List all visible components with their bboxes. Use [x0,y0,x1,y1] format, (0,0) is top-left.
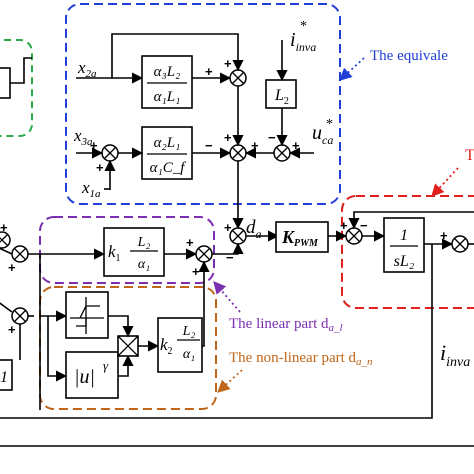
a2L1-num: α₂L₁ [154,135,181,151]
svg-text:−: − [205,138,213,153]
svg-text:+: + [186,235,194,250]
k1-num: L₂ [137,235,151,250]
abs-u-text: |u| [74,366,95,388]
svg-text:+: + [440,228,448,243]
a1Cf-den: α₁C_f [150,160,187,176]
equivalent-label: The equivale [370,48,448,64]
svg-text:+: + [192,264,200,279]
right-red-group-box [341,195,474,309]
svg-text:−: − [360,218,368,233]
i-inva-star: * [300,19,307,34]
x2a-label: x2a [77,58,97,80]
svg-text:+: + [224,56,232,71]
svg-text:−: − [268,130,276,145]
linear-label: The linear part da_l [229,316,343,334]
svg-text:+: + [340,218,348,233]
equivalent-pointer [339,57,365,81]
plant-1-over-sL2-block [383,217,425,273]
L2-text: L2 [274,87,289,107]
i-inva-label: iinva [290,29,316,54]
a1L1-den: α₁L₁ [154,89,181,105]
a3L2-over-a1L1-block [141,55,193,109]
u-ca-star: * [326,117,333,132]
left-sum-top [0,231,11,249]
svg-text:+: + [292,138,300,153]
left-green-group-box [0,39,33,137]
sign-function-block [65,291,109,339]
kpwm-text: KPWM [281,227,319,249]
linear-group-box [39,216,215,284]
svg-text:+: + [251,138,259,153]
k1-den: α₁ [138,257,150,272]
k2-num: L₂ [182,324,196,339]
gamma-text: γ [103,358,109,373]
plant-num: 1 [400,227,408,244]
right-pointer [431,167,459,197]
left-partial-text: 1 [0,369,8,386]
i-inva-output-label: iinva [440,340,470,370]
abs-u-gamma-block [65,351,119,399]
k2-text: k2 [160,335,173,357]
svg-text:−: − [226,250,234,265]
svg-text:+: + [224,130,232,145]
k2-den: α₁ [183,347,195,362]
k1-text: k1 [108,242,121,264]
left-partial-block [0,67,11,99]
svg-text:+: + [8,322,16,337]
svg-text:+: + [90,138,98,153]
right-partial-label: T [465,147,474,164]
kpwm-block [275,221,329,253]
da-label: da [246,217,262,241]
svg-text:+: + [0,220,8,235]
u-ca-label: uca [312,122,333,147]
plant-den: sL₂ [394,253,415,270]
equivalent-group-box [65,3,341,205]
nonlinear-pointer [217,369,243,393]
svg-text:+: + [224,220,232,235]
k2-gain-block [157,317,203,373]
x3a-label: x3a [73,126,93,148]
nonlinear-label: The non-linear part da_n [229,350,373,368]
svg-text:+: + [96,160,104,175]
nonlinear-group-box [39,286,217,410]
a3L2-num: α₃L₂ [154,64,181,80]
k1-gain-block [103,227,165,277]
svg-text:+: + [205,64,213,79]
left-partial-block-2 [0,359,13,391]
svg-text:+: + [8,260,16,275]
a2L1-over-a1Cf-block [141,126,193,180]
linear-pointer [213,281,241,313]
x1a-label: x1a [81,178,101,200]
